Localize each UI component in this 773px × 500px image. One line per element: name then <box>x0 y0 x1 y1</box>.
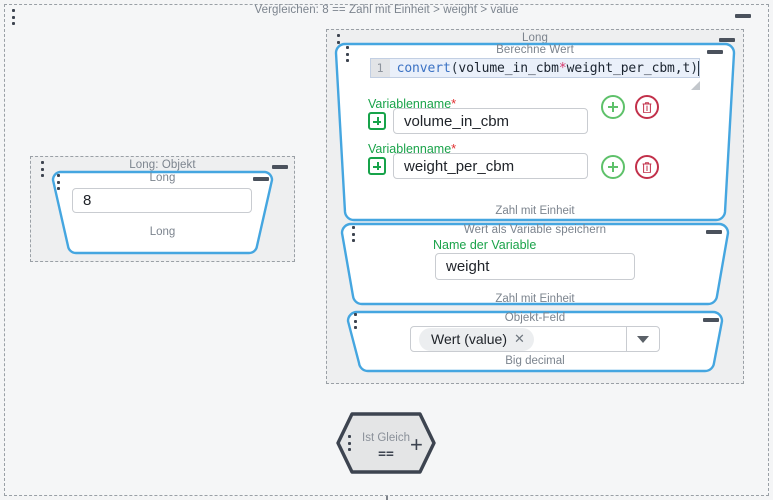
left-long-card-collapse-button[interactable] <box>253 177 269 181</box>
object-field-footer: Big decimal <box>505 355 565 367</box>
code-token-arg3: ,t <box>674 60 691 76</box>
object-field-collapse-button[interactable] <box>703 318 719 322</box>
left-long-card-footer: Long <box>149 226 176 238</box>
variable-value-input[interactable]: weight <box>435 253 635 280</box>
object-field-select[interactable]: Wert (value) ✕ <box>410 326 660 352</box>
compare-node-title: Ist Gleich <box>362 432 410 444</box>
selected-chip[interactable]: Wert (value) ✕ <box>419 327 534 351</box>
compare-node-shape <box>336 412 436 474</box>
variable-name-label-2-text: Variablenname <box>368 142 452 156</box>
delete-variable-button-1[interactable] <box>635 95 659 119</box>
editor-line-number: 1 <box>371 59 390 77</box>
code-token-function: convert <box>396 60 451 76</box>
add-variable-inline-button-2[interactable] <box>368 157 386 175</box>
left-object-collapse-button[interactable] <box>272 165 288 169</box>
delete-variable-button-2[interactable] <box>635 155 659 179</box>
formula-code-editor[interactable]: 1 convert(volume_in_cbm*weight_per_cbm,t… <box>370 58 700 78</box>
code-token-arg1: volume_in_cbm <box>458 60 559 76</box>
store-variable-collapse-button[interactable] <box>706 230 722 234</box>
editor-resize-grip[interactable] <box>691 81 700 90</box>
left-long-card-drag-handle[interactable] <box>56 174 60 190</box>
left-object-drag-handle[interactable] <box>40 161 44 177</box>
left-long-value-input[interactable]: 8 <box>72 188 252 213</box>
add-variable-button-1[interactable] <box>601 95 625 119</box>
variable-name-input-2[interactable]: weight_per_cbm <box>393 153 588 179</box>
store-variable-drag-handle[interactable] <box>351 226 355 242</box>
compute-value-footer: Zahl mit Einheit <box>495 205 575 217</box>
code-token-open-paren: ( <box>450 60 459 76</box>
selected-chip-label: Wert (value) <box>431 330 507 347</box>
required-asterisk-1: * <box>451 96 457 111</box>
compare-node-add-button[interactable]: + <box>410 432 423 457</box>
required-asterisk-2: * <box>451 141 457 156</box>
compute-value-drag-handle[interactable] <box>345 46 349 62</box>
variable-name-input-1[interactable]: volume_in_cbm <box>393 108 588 134</box>
compare-node-drag-handle[interactable] <box>347 435 351 451</box>
chip-remove-icon[interactable]: ✕ <box>513 330 525 346</box>
compute-value-collapse-button[interactable] <box>707 50 723 54</box>
editor-code-line[interactable]: convert(volume_in_cbm*weight_per_cbm,t) <box>389 59 699 77</box>
outer-collapse-button[interactable] <box>735 14 751 18</box>
text-caret <box>698 60 699 76</box>
variable-label: Name der Variable <box>433 238 537 252</box>
compare-node-operator: == <box>378 447 394 462</box>
code-token-close-paren: ) <box>690 60 698 76</box>
compare-node[interactable]: Ist Gleich == + <box>336 412 436 474</box>
code-token-arg2: weight_per_cbm <box>566 60 675 76</box>
add-variable-inline-button-1[interactable] <box>368 112 386 130</box>
add-variable-button-2[interactable] <box>601 155 625 179</box>
variable-name-label-1-text: Variablenname <box>368 97 452 111</box>
outer-drag-handle[interactable] <box>11 9 15 25</box>
right-long-group-collapse-button[interactable] <box>719 38 735 42</box>
variable-name-label-1: Variablenname* <box>368 96 456 111</box>
object-field-drag-handle[interactable] <box>353 313 357 329</box>
variable-name-label-2: Variablenname* <box>368 141 456 156</box>
code-token-operator: * <box>558 60 567 76</box>
trash-icon <box>642 102 652 113</box>
chevron-down-icon <box>637 335 649 343</box>
dropdown-toggle[interactable] <box>626 327 659 351</box>
trash-icon <box>642 162 652 173</box>
store-variable-footer: Zahl mit Einheit <box>495 293 575 305</box>
